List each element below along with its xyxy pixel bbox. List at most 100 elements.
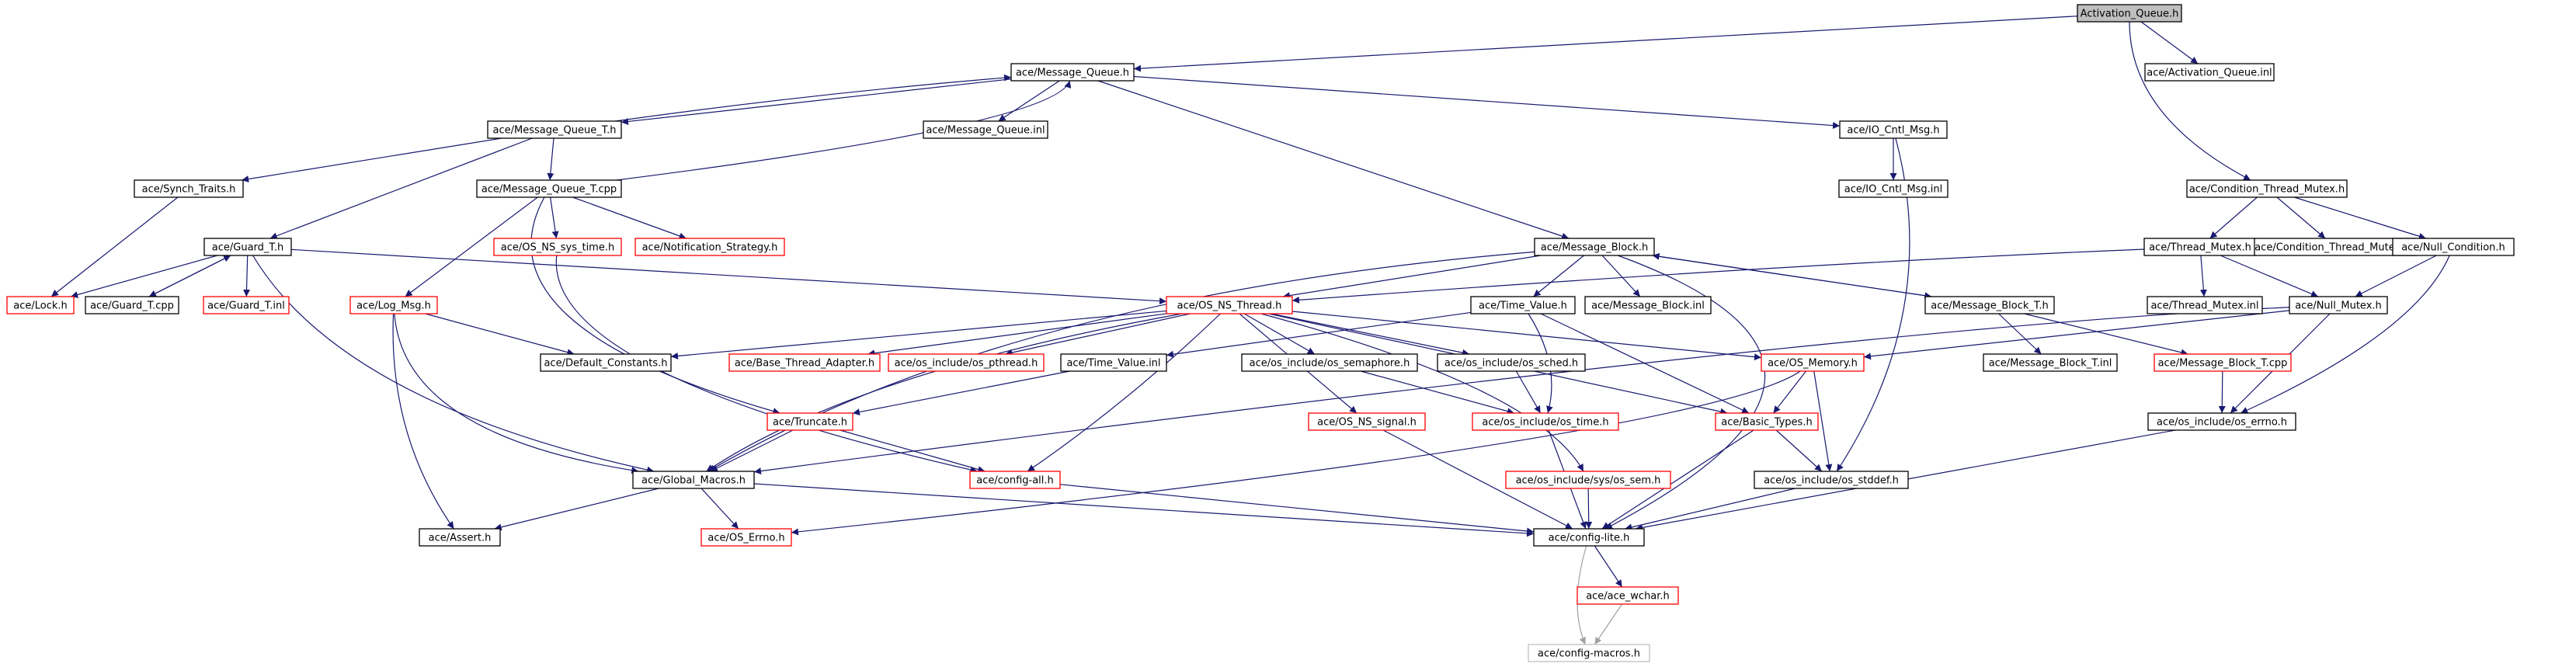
node-os_ns_sys_time_h[interactable]: ace/OS_NS_sys_time.h (493, 238, 622, 256)
node-box[interactable] (6, 296, 75, 314)
node-box[interactable] (540, 353, 672, 372)
node-default_constants_h[interactable]: ace/Default_Constants.h (540, 353, 672, 372)
node-os_include_os_time_h[interactable]: ace/os_include/os_time.h (1472, 412, 1619, 431)
node-guard_t_inl[interactable]: ace/Guard_T.inl (203, 296, 290, 314)
node-label: ace/Null_Mutex.h (2295, 300, 2382, 312)
node-box[interactable] (2186, 179, 2348, 198)
node-config_all_h[interactable]: ace/config-all.h (969, 471, 1061, 489)
node-box[interactable] (1577, 586, 1679, 605)
node-box[interactable] (2147, 412, 2296, 431)
node-box[interactable] (1437, 353, 1586, 372)
node-message_queue_h[interactable]: ace/Message_Queue.h (1010, 63, 1135, 82)
node-box[interactable] (1839, 120, 1948, 139)
node-basic_types_h[interactable]: ace/Basic_Types.h (1715, 412, 1819, 431)
node-os_ns_thread_h[interactable]: ace/OS_NS_Thread.h (1166, 296, 1293, 314)
node-box[interactable] (2154, 353, 2292, 372)
node-box[interactable] (1308, 412, 1426, 431)
node-thread_mutex_h[interactable]: ace/Thread_Mutex.h (2143, 238, 2257, 256)
node-box[interactable] (1584, 296, 1712, 314)
node-os_include_os_pthread_h[interactable]: ace/os_include/os_pthread.h (888, 353, 1045, 372)
node-box[interactable] (767, 412, 853, 431)
node-condition_thread_mutex_inl[interactable]: ace/Condition_Thread_Mutex.inl (2254, 238, 2417, 256)
node-box[interactable] (487, 120, 622, 139)
node-null_mutex_h[interactable]: ace/Null_Mutex.h (2289, 296, 2388, 314)
node-os_ns_signal_h[interactable]: ace/OS_NS_signal.h (1308, 412, 1426, 431)
node-box[interactable] (1528, 644, 1650, 662)
node-os_include_sys_os_sem_h[interactable]: ace/os_include/sys/os_sem.h (1505, 471, 1671, 489)
node-lock_h[interactable]: ace/Lock.h (6, 296, 75, 314)
node-time_value_h[interactable]: ace/Time_Value.h (1470, 296, 1576, 314)
node-os_include_os_errno_h[interactable]: ace/os_include/os_errno.h (2147, 412, 2296, 431)
node-box[interactable] (1983, 353, 2118, 372)
node-condition_thread_mutex_h[interactable]: ace/Condition_Thread_Mutex.h (2186, 179, 2348, 198)
node-box[interactable] (1715, 412, 1819, 431)
node-box[interactable] (634, 238, 785, 256)
node-box[interactable] (1060, 353, 1167, 372)
node-message_block_inl[interactable]: ace/Message_Block.inl (1584, 296, 1712, 314)
node-notification_strategy_h[interactable]: ace/Notification_Strategy.h (634, 238, 785, 256)
node-box[interactable] (2144, 63, 2275, 82)
node-box[interactable] (1534, 238, 1655, 256)
node-box[interactable] (632, 471, 755, 489)
node-message_block_t_cpp[interactable]: ace/Message_Block_T.cpp (2154, 353, 2292, 372)
node-config_lite_h[interactable]: ace/config-lite.h (1533, 528, 1645, 547)
node-box[interactable] (1241, 353, 1418, 372)
node-synch_traits_h[interactable]: ace/Synch_Traits.h (134, 179, 244, 198)
node-os_include_os_sched_h[interactable]: ace/os_include/os_sched.h (1437, 353, 1586, 372)
node-message_block_t_inl[interactable]: ace/Message_Block_T.inl (1983, 353, 2118, 372)
node-io_cntl_msg_h[interactable]: ace/IO_Cntl_Msg.h (1839, 120, 1948, 139)
node-box[interactable] (1838, 179, 1949, 198)
node-box[interactable] (1472, 412, 1619, 431)
node-box[interactable] (888, 353, 1045, 372)
node-assert_h[interactable]: ace/Assert.h (419, 528, 501, 547)
node-box[interactable] (349, 296, 438, 314)
node-box[interactable] (1505, 471, 1671, 489)
node-global_macros_h[interactable]: ace/Global_Macros.h (632, 471, 755, 489)
node-message_queue_inl[interactable]: ace/Message_Queue.inl (923, 120, 1048, 139)
node-box[interactable] (1533, 528, 1645, 547)
node-box[interactable] (134, 179, 244, 198)
node-guard_t_cpp[interactable]: ace/Guard_T.cpp (85, 296, 179, 314)
node-os_memory_h[interactable]: ace/OS_Memory.h (1761, 353, 1865, 372)
node-null_condition_h[interactable]: ace/Null_Condition.h (2392, 238, 2515, 256)
node-box[interactable] (203, 238, 292, 256)
node-box[interactable] (85, 296, 179, 314)
node-box[interactable] (493, 238, 622, 256)
node-box[interactable] (1754, 471, 1909, 489)
node-message_block_t_h[interactable]: ace/Message_Block_T.h (1924, 296, 2055, 314)
node-box[interactable] (1470, 296, 1576, 314)
node-guard_t_h[interactable]: ace/Guard_T.h (203, 238, 292, 256)
node-log_msg_h[interactable]: ace/Log_Msg.h (349, 296, 438, 314)
node-box[interactable] (476, 179, 622, 198)
edge-message_queue_h-to-io_cntl_msg_h (1133, 75, 1841, 130)
node-config_macros_h[interactable]: ace/config-macros.h (1528, 644, 1650, 662)
node-box[interactable] (969, 471, 1061, 489)
node-os_errno_h[interactable]: ace/OS_Errno.h (700, 528, 792, 547)
node-box[interactable] (1166, 296, 1293, 314)
node-box[interactable] (419, 528, 501, 547)
node-time_value_inl[interactable]: ace/Time_Value.inl (1060, 353, 1167, 372)
node-box[interactable] (1924, 296, 2055, 314)
node-box[interactable] (700, 528, 792, 547)
node-message_queue_t_cpp[interactable]: ace/Message_Queue_T.cpp (476, 179, 622, 198)
node-io_cntl_msg_inl[interactable]: ace/IO_Cntl_Msg.inl (1838, 179, 1949, 198)
node-box[interactable] (1010, 63, 1135, 82)
node-box[interactable] (2077, 4, 2182, 23)
node-base_thread_adapter_h[interactable]: ace/Base_Thread_Adapter.h (728, 353, 881, 372)
node-box[interactable] (2392, 238, 2515, 256)
node-os_include_os_stddef_h[interactable]: ace/os_include/os_stddef.h (1754, 471, 1909, 489)
node-box[interactable] (1761, 353, 1865, 372)
node-activation_queue_inl[interactable]: ace/Activation_Queue.inl (2144, 63, 2275, 82)
node-thread_mutex_inl[interactable]: ace/Thread_Mutex.inl (2147, 296, 2263, 314)
node-truncate_h[interactable]: ace/Truncate.h (767, 412, 853, 431)
node-os_include_os_semaphore_h[interactable]: ace/os_include/os_semaphore.h (1241, 353, 1418, 372)
node-box[interactable] (728, 353, 881, 372)
node-box[interactable] (2289, 296, 2388, 314)
node-ace_wchar_h[interactable]: ace/ace_wchar.h (1577, 586, 1679, 605)
node-box[interactable] (923, 120, 1048, 139)
node-box[interactable] (203, 296, 290, 314)
node-activation_queue_h[interactable]: Activation_Queue.h (2077, 4, 2182, 23)
node-message_block_h[interactable]: ace/Message_Block.h (1534, 238, 1655, 256)
node-message_queue_t_h[interactable]: ace/Message_Queue_T.h (487, 120, 622, 139)
node-box[interactable] (2147, 296, 2263, 314)
